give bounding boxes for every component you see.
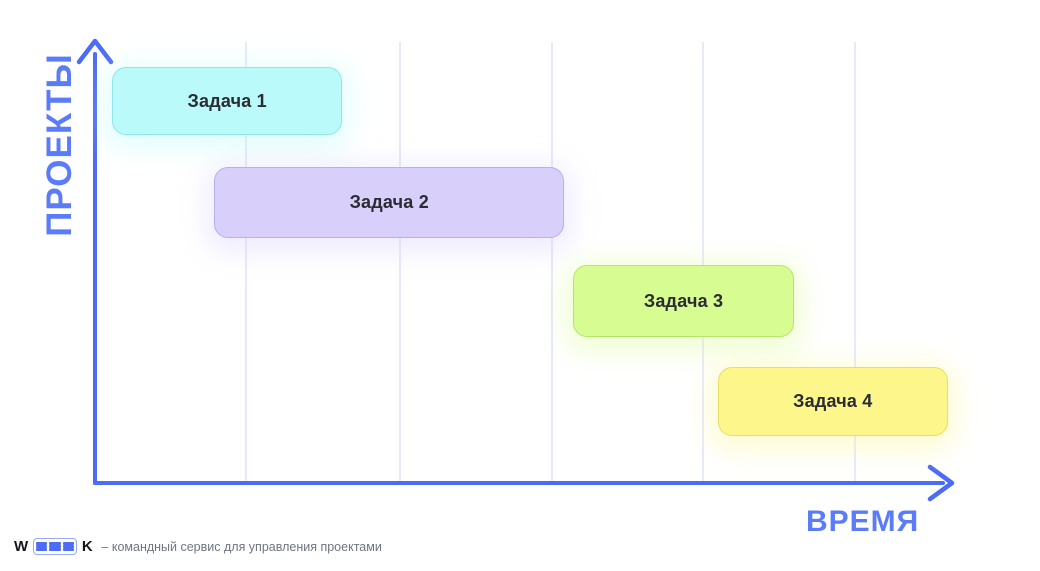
task-bar-label: Задача 1: [187, 90, 267, 111]
gridline-1: [245, 42, 247, 483]
task-bar-1[interactable]: Задача 1: [112, 67, 343, 135]
task-bar-3[interactable]: Задача 3: [572, 265, 795, 337]
gridline-5: [854, 42, 856, 483]
gridline-2: [399, 42, 401, 483]
logo-grid-icon: [32, 538, 77, 555]
task-bar-4[interactable]: Задача 4: [717, 367, 948, 436]
arrow-up-icon: [76, 36, 114, 66]
arrow-right-icon: [925, 464, 957, 502]
x-axis-title: ВРЕМЯ: [806, 505, 920, 538]
footer-tagline: – командный сервис для управления проект…: [101, 539, 382, 554]
task-bar-label: Задача 3: [643, 290, 724, 311]
task-bar-label: Задача 2: [349, 192, 429, 212]
y-axis-title: ПРОЕКТЫ: [40, 53, 79, 237]
y-axis-line: [93, 52, 97, 485]
footer: W K – командный сервис для управления пр…: [14, 538, 382, 555]
x-axis-line: [93, 481, 945, 485]
task-bar-2[interactable]: Задача 2: [214, 167, 565, 238]
gridline-4: [702, 42, 704, 483]
gridline-3: [551, 42, 553, 483]
logo-letter-w: W: [14, 538, 28, 555]
logo-letter-k: K: [81, 538, 93, 555]
task-bar-label: Задача 4: [793, 391, 873, 411]
